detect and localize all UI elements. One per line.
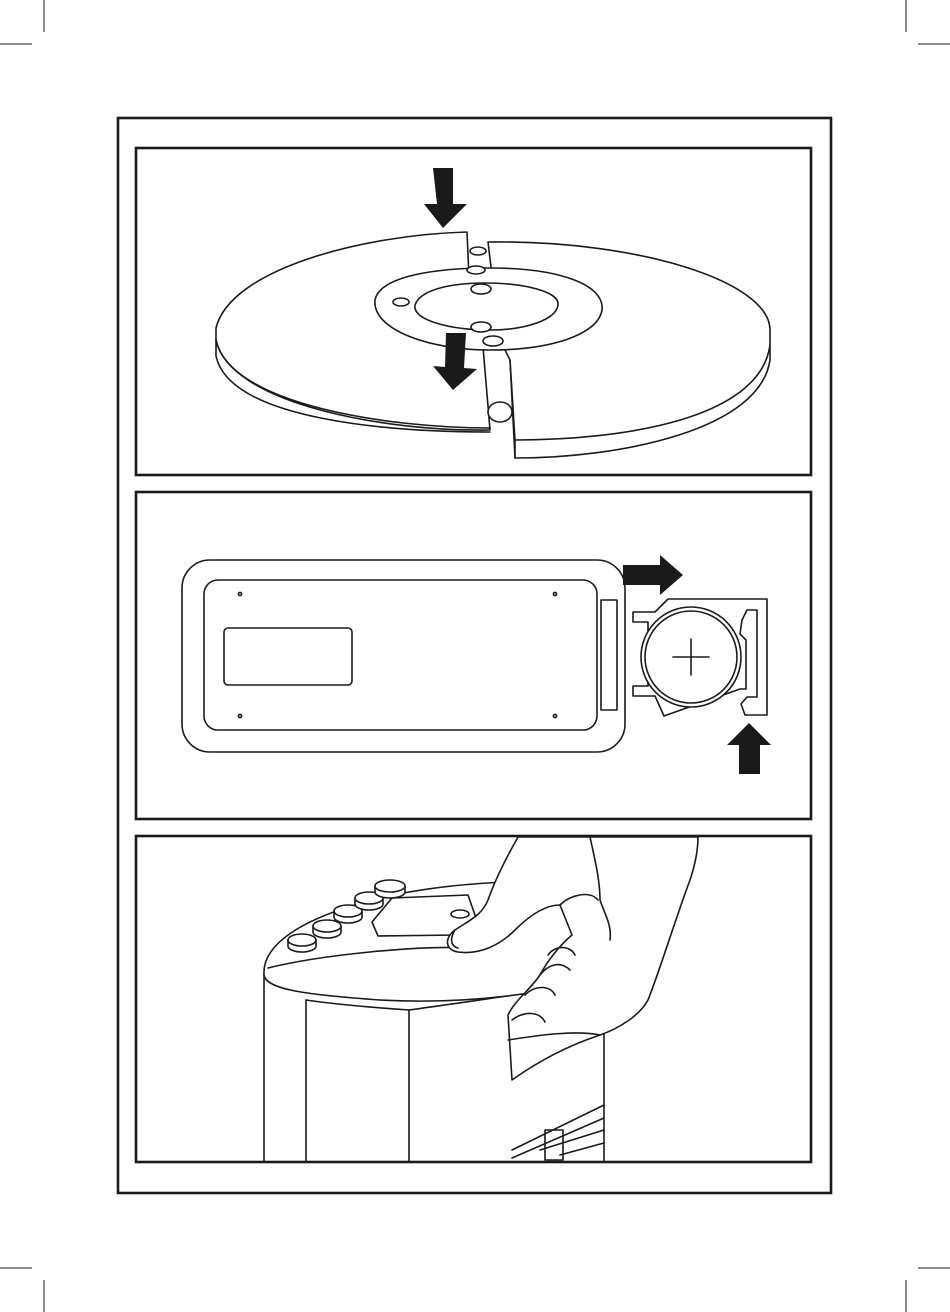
arrow-down-icon	[424, 168, 467, 228]
button[interactable]	[375, 880, 405, 898]
button[interactable]	[451, 910, 469, 918]
arrow-right-icon	[623, 555, 683, 595]
heater-grille	[512, 1105, 604, 1160]
remote-control	[182, 560, 625, 752]
panel-remote-battery	[136, 492, 811, 819]
arrow-up-icon	[727, 723, 771, 774]
panel-base-assembly	[136, 148, 811, 475]
button[interactable]	[313, 920, 341, 938]
panel-heater-control	[136, 836, 811, 1162]
button[interactable]	[288, 934, 316, 952]
battery-tray	[633, 599, 767, 716]
